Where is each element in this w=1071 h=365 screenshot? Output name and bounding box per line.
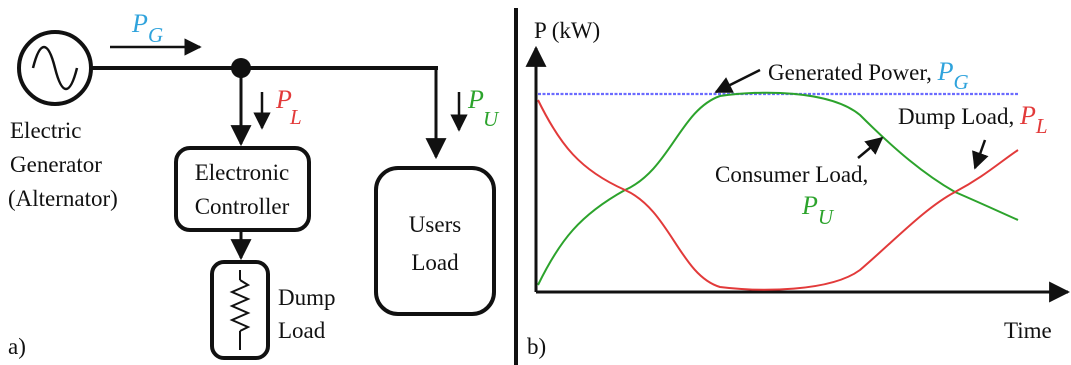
pg-flow-label: P G <box>131 9 163 47</box>
generated-annotation: Generated Power, PG <box>768 57 969 94</box>
consumer-annotation-text: Consumer Load, <box>715 162 868 187</box>
dump-annotation-subscript: L <box>1035 114 1048 138</box>
users-load-label-line-2: Load <box>411 250 459 275</box>
dump-annotation-arrow <box>972 139 989 170</box>
dump-annotation-symbol: P <box>1019 101 1036 130</box>
panel-b: P (kW) Time b) Generated Power, PG Dump … <box>525 18 1071 359</box>
dump-annotation-text: Dump Load, <box>898 104 1020 129</box>
users-load-label-line-1: Users <box>409 212 461 237</box>
pg-subscript: G <box>148 23 163 47</box>
pl-flow-label: P L <box>275 85 302 129</box>
controller-label-line-2: Controller <box>195 194 290 219</box>
pu-subscript: U <box>483 107 500 131</box>
generator-label-line-1: Electric <box>10 118 82 143</box>
resistor-icon <box>229 270 251 350</box>
consumer-annotation-subscript: U <box>818 205 835 229</box>
x-axis-label: Time <box>1004 318 1052 343</box>
generated-annotation-subscript: G <box>953 70 968 94</box>
ac-source-icon <box>17 30 93 106</box>
generator-label-line-2: Generator <box>10 152 102 177</box>
generated-annotation-arrow <box>714 68 761 94</box>
panel-a-label: a) <box>8 334 26 359</box>
panel-a: Electric Generator (Alternator) P G P L … <box>8 9 500 360</box>
pu-flow-label: P U <box>467 85 500 131</box>
pl-subscript: L <box>289 105 302 129</box>
pl-symbol: P <box>275 85 292 114</box>
pu-symbol: P <box>467 85 484 114</box>
dump-load-label-line-2: Load <box>278 318 326 343</box>
consumer-annotation-symbol: P <box>801 191 818 220</box>
dump-annotation: Dump Load, PL <box>898 101 1048 138</box>
generated-annotation-text: Generated Power, <box>768 60 938 85</box>
y-axis-label: P (kW) <box>534 18 600 43</box>
controller-label-line-1: Electronic <box>195 160 290 185</box>
consumer-annotation-arrow <box>857 136 884 159</box>
dump-load-curve <box>537 99 1019 291</box>
generator-label-line-3: (Alternator) <box>8 186 118 211</box>
panel-b-label: b) <box>527 334 546 359</box>
pg-symbol: P <box>131 9 148 38</box>
users-load-box <box>374 166 496 316</box>
dump-load-box <box>210 260 270 360</box>
generated-annotation-symbol: P <box>937 57 954 86</box>
dump-load-label-line-1: Dump <box>278 285 336 310</box>
consumer-annotation-symbol-group: PU <box>801 191 835 229</box>
